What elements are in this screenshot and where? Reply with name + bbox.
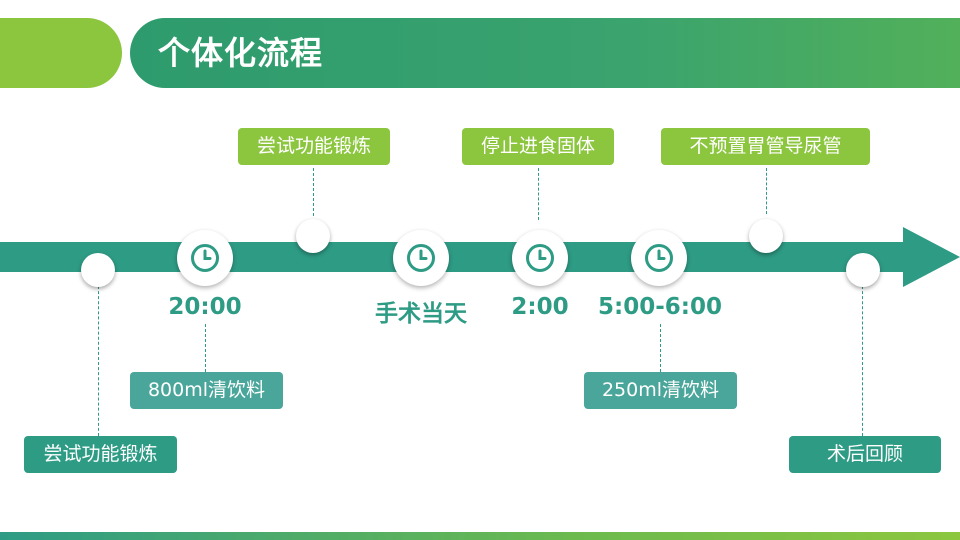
clock-icon — [645, 244, 673, 272]
timeline-dot — [846, 253, 880, 287]
timeline-clock-marker — [177, 230, 233, 286]
timeline-arrow-head — [903, 227, 960, 287]
step-box: 不预置胃管导尿管 — [661, 128, 870, 165]
connector-line — [660, 324, 661, 372]
step-box: 尝试功能锻炼 — [24, 436, 177, 473]
timeline-dot — [296, 219, 330, 253]
step-box: 术后回顾 — [789, 436, 941, 473]
step-box: 250ml清饮料 — [584, 372, 737, 409]
page-title: 个体化流程 — [158, 34, 324, 72]
connector-line — [862, 286, 863, 436]
time-label: 5:00-6:00 — [598, 294, 722, 320]
connector-line — [98, 286, 99, 436]
connector-line — [313, 168, 314, 216]
clock-icon — [407, 244, 435, 272]
time-label: 2:00 — [511, 294, 569, 320]
connector-line — [538, 168, 539, 220]
step-box: 尝试功能锻炼 — [238, 128, 390, 165]
timeline-clock-marker — [393, 230, 449, 286]
step-box: 停止进食固体 — [462, 128, 614, 165]
header-bar — [130, 18, 960, 88]
time-label: 手术当天 — [375, 301, 467, 327]
clock-icon — [191, 244, 219, 272]
step-box: 800ml清饮料 — [130, 372, 283, 409]
timeline-dot — [81, 253, 115, 287]
footer-bar — [0, 532, 960, 540]
time-label: 20:00 — [168, 294, 242, 320]
timeline-clock-marker — [512, 230, 568, 286]
header-accent-block — [0, 18, 122, 88]
timeline-dot — [749, 219, 783, 253]
clock-icon — [526, 244, 554, 272]
connector-line — [205, 324, 206, 372]
connector-line — [766, 168, 767, 214]
timeline-clock-marker — [631, 230, 687, 286]
